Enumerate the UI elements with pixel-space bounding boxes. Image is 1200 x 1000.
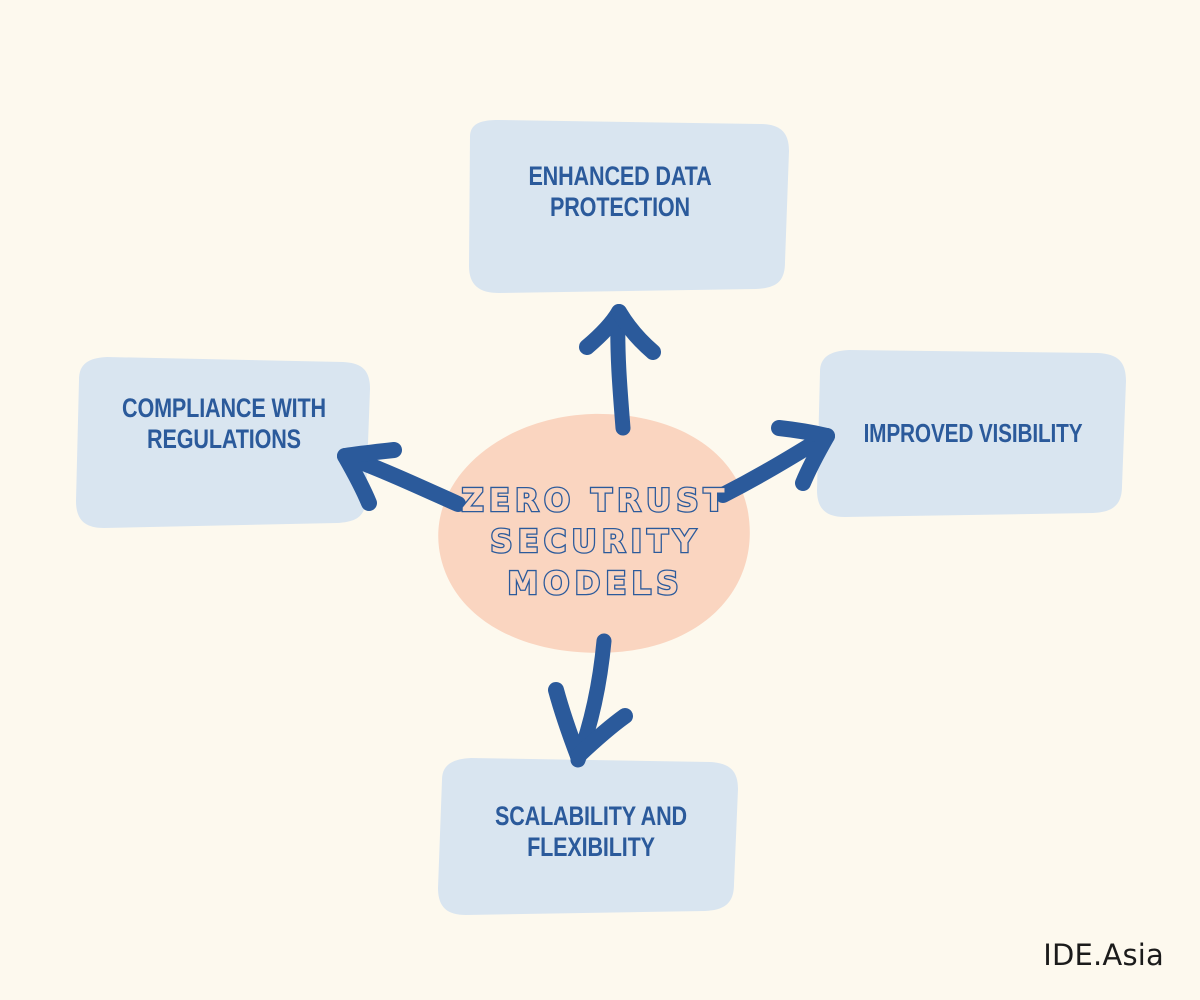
arrow-up-left xyxy=(337,442,466,512)
watermark: IDE.Asia xyxy=(1043,938,1164,972)
arrow-up xyxy=(579,304,661,436)
node-box-bottom[interactable] xyxy=(438,758,738,915)
arrow-up-right xyxy=(715,420,835,503)
center-hub-ellipse[interactable] xyxy=(438,413,750,653)
node-box-top[interactable] xyxy=(469,120,789,293)
node-box-left[interactable] xyxy=(76,357,370,528)
arrow-down xyxy=(548,633,633,768)
node-box-right[interactable] xyxy=(817,350,1126,517)
